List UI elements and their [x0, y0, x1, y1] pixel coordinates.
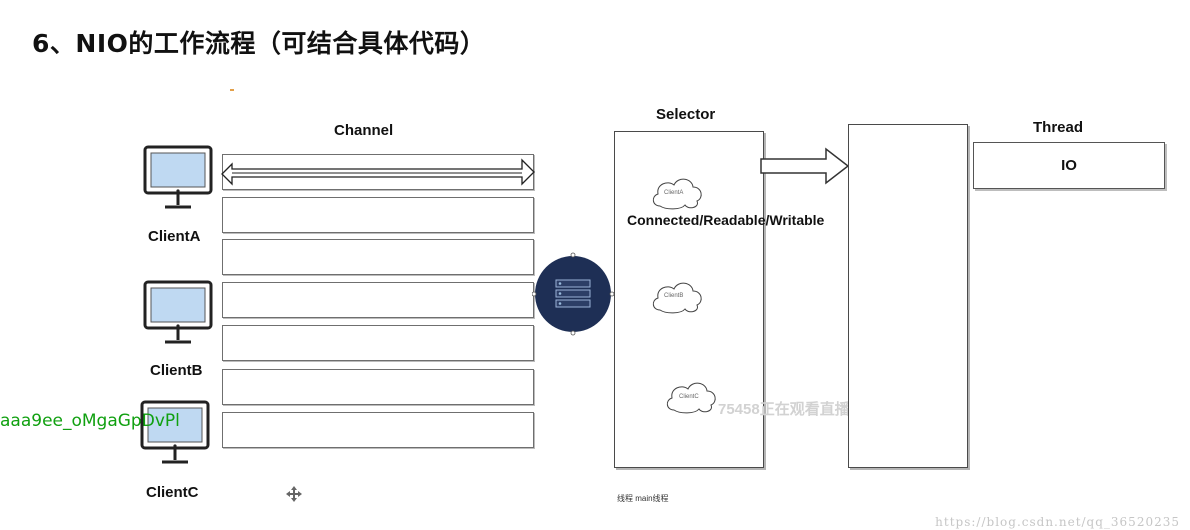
channel-label: Channel — [334, 122, 394, 139]
overlay-username: aaa9ee_oMgaGpDvPl — [0, 411, 180, 431]
channel-row — [222, 369, 534, 405]
monitor-icon — [140, 400, 210, 464]
slide-title: 6、NIO的工作流程（可结合具体代码） — [32, 29, 486, 58]
cloud-icon — [652, 282, 702, 314]
channel-row — [222, 282, 534, 318]
channel-row — [222, 325, 534, 361]
cloud-label: ClientC — [679, 394, 699, 400]
thread-panel — [848, 124, 968, 468]
url-watermark: https://blog.csdn.net/qq_36520235 — [935, 515, 1180, 529]
selector-label: Selector — [656, 106, 716, 123]
selector-events-text: Connected/Readable/Writable — [627, 212, 825, 228]
client-a-label: ClientA — [148, 228, 201, 245]
cloud-label: ClientB — [664, 293, 684, 299]
move-cursor-icon — [286, 486, 302, 502]
right-arrow-icon — [760, 147, 850, 185]
thread-label: Thread — [1033, 119, 1084, 136]
channel-row — [222, 412, 534, 448]
thread-footnote: 线程 main线程 — [617, 494, 669, 503]
stray-mark — [230, 89, 234, 91]
channel-row — [222, 197, 534, 233]
cloud-icon — [652, 178, 702, 210]
io-box: IO — [973, 142, 1165, 189]
cloud-label: ClientA — [664, 190, 684, 196]
cloud-icon — [666, 382, 716, 414]
monitor-icon — [143, 145, 213, 209]
live-watermark: 75458正在观看直播 — [718, 401, 850, 418]
monitor-icon — [143, 280, 213, 344]
client-b-label: ClientB — [150, 362, 203, 379]
io-label: IO — [1061, 157, 1077, 174]
channel-row — [222, 239, 534, 275]
bidirectional-arrow-icon — [221, 158, 535, 186]
selector-hub-icon — [532, 252, 614, 336]
client-c-label: ClientC — [146, 484, 199, 501]
